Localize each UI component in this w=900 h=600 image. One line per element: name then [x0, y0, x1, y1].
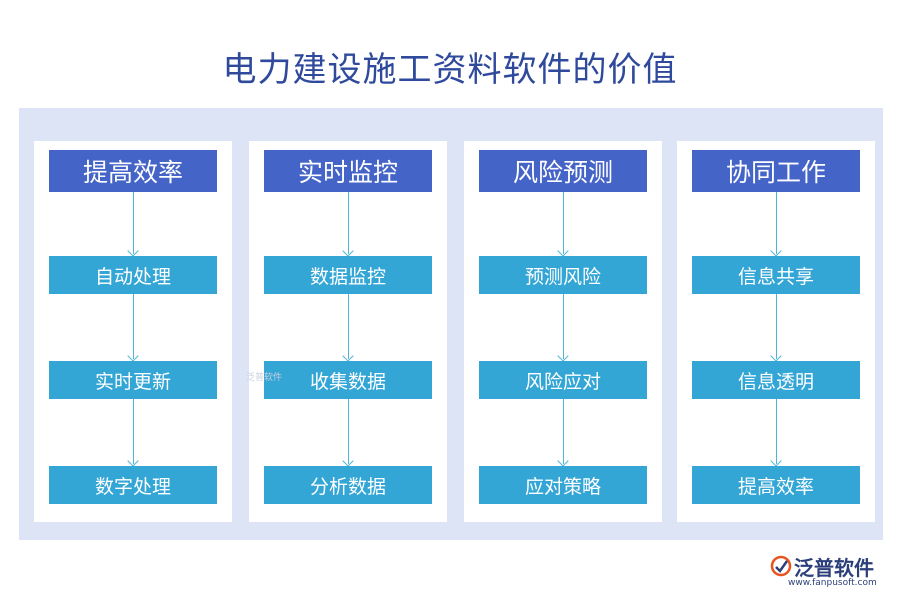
- step-box: 收集数据: [264, 361, 432, 399]
- column-header: 风险预测: [479, 150, 647, 192]
- brand-logo: 泛普软件 www.fanpusoft.com: [770, 552, 890, 592]
- step-box: 数字处理: [49, 466, 217, 504]
- flow-arrow: [348, 399, 349, 464]
- step-box: 提高效率: [692, 466, 860, 504]
- column-efficiency: 提高效率 自动处理 实时更新 数字处理: [34, 141, 232, 522]
- flow-arrow: [348, 192, 349, 254]
- step-box: 信息透明: [692, 361, 860, 399]
- flow-arrow: [776, 192, 777, 254]
- step-box: 实时更新: [49, 361, 217, 399]
- column-header: 实时监控: [264, 150, 432, 192]
- diagram-title: 电力建设施工资料软件的价值: [222, 50, 678, 90]
- flow-arrow: [776, 294, 777, 359]
- column-header: 协同工作: [692, 150, 860, 192]
- flow-arrow: [776, 399, 777, 464]
- column-monitoring: 实时监控 数据监控 收集数据 分析数据: [249, 141, 447, 522]
- fanpu-logo-icon: [770, 555, 792, 577]
- step-box: 预测风险: [479, 256, 647, 294]
- step-box: 分析数据: [264, 466, 432, 504]
- step-box: 数据监控: [264, 256, 432, 294]
- column-risk: 风险预测 预测风险 风险应对 应对策略: [464, 141, 662, 522]
- step-box: 自动处理: [49, 256, 217, 294]
- flow-arrow: [563, 294, 564, 359]
- step-box: 信息共享: [692, 256, 860, 294]
- flow-arrow: [133, 192, 134, 254]
- column-collaboration: 协同工作 信息共享 信息透明 提高效率: [677, 141, 875, 522]
- watermark: 泛普软件: [246, 373, 283, 383]
- step-box: 应对策略: [479, 466, 647, 504]
- flow-arrow: [563, 399, 564, 464]
- step-box: 风险应对: [479, 361, 647, 399]
- flow-arrow: [563, 192, 564, 254]
- flow-arrow: [133, 399, 134, 464]
- logo-url: www.fanpusoft.com: [788, 578, 877, 588]
- flow-arrow: [133, 294, 134, 359]
- logo-name: 泛普软件: [794, 556, 874, 580]
- flow-arrow: [348, 294, 349, 359]
- column-header: 提高效率: [49, 150, 217, 192]
